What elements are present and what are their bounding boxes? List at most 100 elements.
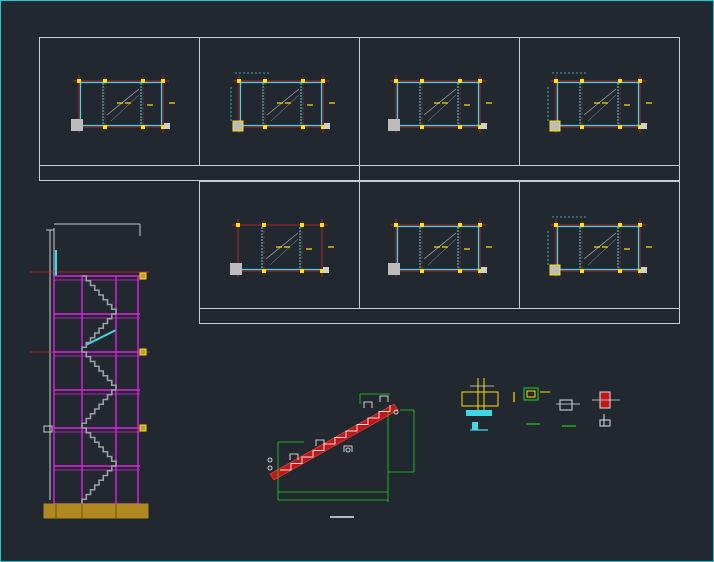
column-marker-7 (478, 125, 482, 129)
column-marker-5 (580, 269, 584, 273)
column-marker-3 (321, 79, 325, 83)
detail-2-section (523, 387, 539, 401)
stair-plan-view-3[interactable] (388, 75, 492, 133)
stair-run-line-2 (270, 94, 300, 122)
column-marker-7 (478, 269, 482, 273)
column-marker-1 (420, 223, 424, 227)
stair-plan-view-5[interactable] (230, 219, 334, 277)
stair-step-outline (280, 405, 391, 471)
column-marker-1 (103, 79, 107, 83)
stair-plan-view-2[interactable] (230, 72, 335, 133)
base-block (549, 120, 561, 132)
base-block (230, 263, 242, 275)
column-marker-2 (300, 223, 304, 227)
column-marker-0 (554, 79, 558, 83)
base-block (232, 120, 244, 132)
column-marker-3 (638, 223, 642, 227)
column-marker-3 (478, 79, 482, 83)
stair-plan-view-6[interactable] (388, 219, 492, 277)
base-block (71, 119, 83, 131)
detail-1-cyan-bar (466, 410, 492, 416)
base-block (388, 119, 400, 131)
rebar-hook-2 (343, 445, 353, 452)
corner-block (641, 267, 647, 273)
level-marker-2 (139, 424, 147, 432)
column-marker-7 (161, 125, 165, 129)
column-marker-2 (618, 223, 622, 227)
column-marker-6 (300, 269, 304, 273)
corner-block (164, 123, 170, 129)
base-block (388, 263, 400, 275)
column-marker-7 (638, 269, 642, 273)
level-marker-1 (139, 348, 147, 356)
node-details-group[interactable] (461, 378, 620, 431)
column-marker-0 (236, 223, 240, 227)
rebar-hook-4 (379, 395, 389, 402)
detail-4-marker (599, 419, 611, 427)
stair-flight-4 (82, 427, 117, 466)
corner-block (481, 123, 487, 129)
stair-run-line (265, 232, 299, 260)
column-marker-0 (554, 223, 558, 227)
section-footing (43, 503, 149, 519)
corner-block (481, 267, 487, 273)
plan-sheet-frames (39, 37, 680, 324)
stair-plan-view-4[interactable] (547, 72, 652, 133)
stair-flight-detail[interactable] (267, 393, 415, 518)
column-marker-5 (420, 269, 424, 273)
stair-plan-view-7[interactable] (547, 216, 652, 277)
column-marker-6 (301, 125, 305, 129)
column-marker-2 (458, 79, 462, 83)
stair-run-line-2 (587, 94, 617, 122)
column-marker-1 (580, 79, 584, 83)
rebar-marker-1 (267, 465, 273, 471)
column-marker-5 (262, 269, 266, 273)
stair-run-line (423, 232, 457, 260)
stair-run-line-2 (269, 238, 299, 266)
detail-1-beam (461, 391, 499, 407)
stair-flight-5 (81, 465, 116, 504)
rebar-marker-0 (267, 457, 273, 463)
detail-1-marker (472, 422, 478, 430)
stair-run-line (106, 88, 140, 116)
column-marker-5 (103, 125, 107, 129)
column-marker-6 (458, 269, 462, 273)
stair-run-line-2 (587, 238, 617, 266)
column-marker-7 (320, 269, 324, 273)
stair-run-line (423, 88, 457, 116)
stair-run-line-2 (110, 94, 140, 122)
column-marker-3 (161, 79, 165, 83)
column-marker-6 (618, 269, 622, 273)
stair-run-line-2 (427, 94, 457, 122)
column-marker-6 (458, 125, 462, 129)
rebar-hook-1 (315, 439, 325, 446)
column-marker-1 (262, 223, 266, 227)
column-marker-5 (580, 125, 584, 129)
stair-run-line (266, 88, 300, 116)
stair-run-line (583, 232, 617, 260)
middle-row-frame (199, 181, 680, 324)
column-marker-2 (618, 79, 622, 83)
column-marker-0 (394, 79, 398, 83)
column-marker-0 (237, 79, 241, 83)
stair-section-view[interactable] (30, 223, 150, 519)
section-side-marker (43, 425, 53, 433)
stair-flight-3 (81, 389, 116, 428)
column-marker-7 (321, 125, 325, 129)
rebar-hook-3 (363, 401, 373, 408)
column-marker-1 (263, 79, 267, 83)
column-marker-2 (301, 79, 305, 83)
corner-block (324, 123, 330, 129)
corner-block (641, 123, 647, 129)
stair-plan-view-1[interactable] (71, 75, 175, 133)
column-marker-5 (263, 125, 267, 129)
base-block (549, 264, 561, 276)
stair-run-line-2 (427, 238, 457, 266)
detail-2-core (526, 390, 536, 398)
stair-flight-1 (81, 313, 116, 352)
stair-flight-2 (82, 351, 117, 390)
column-marker-6 (141, 125, 145, 129)
column-marker-0 (394, 223, 398, 227)
